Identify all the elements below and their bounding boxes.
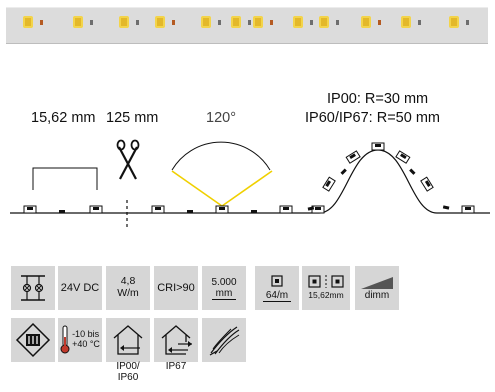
bend-resistor: [442, 205, 450, 210]
led-emitter: [155, 207, 161, 210]
bend-led-chip: [395, 150, 411, 164]
strip-resistor: [90, 20, 93, 25]
beam-arc: [171, 141, 271, 171]
cri-badge: CRI>90: [154, 266, 198, 310]
dimm-wedge-icon: [361, 276, 393, 289]
strip-resistor: [248, 20, 251, 25]
resistor: [59, 210, 65, 213]
strip-led: [449, 16, 459, 28]
led-emitter: [219, 207, 225, 210]
strip-led: [231, 16, 241, 28]
ip-rating-2-caption: IP67: [165, 361, 187, 372]
ip-rating-1a: IP00/: [116, 361, 140, 372]
strip-led: [361, 16, 371, 28]
bend-radius-ip60-label: IP60/IP67: R=50 mm: [305, 110, 440, 126]
cut-chip-icon: [308, 275, 344, 289]
resistor: [251, 210, 257, 213]
strip-resistor: [378, 20, 381, 25]
led-emitter: [465, 207, 471, 210]
power-badge: 4,8 W/m: [106, 266, 150, 310]
segment-length-label: 15,62 mm: [31, 110, 96, 126]
ip-rating-1b: IP60: [117, 371, 139, 383]
bend-led-chip: [420, 176, 434, 192]
temp-high: +40 °C: [72, 339, 100, 349]
strip-diagram: [10, 139, 490, 230]
strip-resistor: [336, 20, 339, 25]
strip-led: [253, 16, 263, 28]
flexible-strip-icon: [202, 318, 246, 362]
strip-resistor: [136, 20, 139, 25]
dimm-text: dimm: [364, 289, 390, 301]
dimmable-badge: dimm: [355, 266, 399, 310]
led-chip-icon: [271, 274, 283, 287]
strip-led: [201, 16, 211, 28]
protection-class-icon: [11, 318, 55, 362]
led-strip-leds: [23, 16, 469, 28]
bend-led-chip: [345, 150, 361, 164]
length-badge: 5.000 mm: [202, 266, 246, 310]
cut-length-badge: 15,62mm: [302, 266, 350, 310]
strip-resistor: [40, 20, 43, 25]
beam-left: [171, 170, 223, 207]
resistor: [187, 210, 193, 213]
strip-led: [319, 16, 329, 28]
cri-text: CRI>90: [157, 281, 195, 294]
segment-bracket: [32, 167, 98, 190]
strip-led: [73, 16, 83, 28]
led-emitter: [27, 207, 33, 210]
strip-resistor: [218, 20, 221, 25]
strip-led: [293, 16, 303, 28]
length-unit: mm: [211, 288, 237, 300]
led-emitter: [315, 207, 321, 210]
temp-low: -10 bis: [72, 329, 100, 340]
indoor-ip-icon: [106, 318, 150, 362]
strip-led: [23, 16, 33, 28]
beam-angle-label: 120°: [206, 110, 236, 126]
strip-led: [401, 16, 411, 28]
bend-resistor: [307, 206, 315, 211]
strip-resistor: [466, 20, 469, 25]
strip-resistor: [418, 20, 421, 25]
led-density-text: 64/m: [262, 290, 292, 302]
power-value: 4,8: [120, 275, 136, 288]
strip-led: [155, 16, 165, 28]
bend-radius-ip00-label: IP00: R=30 mm: [327, 91, 429, 107]
scissors-icon: [116, 139, 140, 180]
strip-resistor: [270, 20, 273, 25]
bend-resistor: [409, 168, 416, 175]
bend-resistor: [340, 168, 347, 175]
led-pitch-label: 125 mm: [106, 110, 159, 126]
bend-led-chip: [371, 142, 385, 151]
power-unit: W/m: [117, 287, 139, 299]
temperature-badge: -10 bis +40 °C: [58, 318, 102, 362]
thermometer-icon: [60, 325, 70, 354]
cut-length-text: 15,62mm: [308, 290, 344, 301]
strip-resistor: [172, 20, 175, 25]
voltage-text: 24V DC: [60, 281, 100, 294]
led-emitter: [283, 207, 289, 210]
bend-led-chip: [322, 176, 336, 192]
beam-right: [221, 170, 273, 207]
strip-led: [119, 16, 129, 28]
led-strip-photo: [6, 7, 488, 44]
voltage-badge: 24V DC: [58, 266, 102, 310]
strip-resistor: [310, 20, 313, 25]
parallel-circuit-icon: [11, 266, 55, 310]
ip-rating-1-caption: IP00/ IP60: [106, 361, 150, 383]
length-value: 5.000: [211, 276, 237, 288]
led-density-badge: 64/m: [255, 266, 299, 310]
led-emitter: [93, 207, 99, 210]
outdoor-ip-icon: [154, 318, 198, 362]
